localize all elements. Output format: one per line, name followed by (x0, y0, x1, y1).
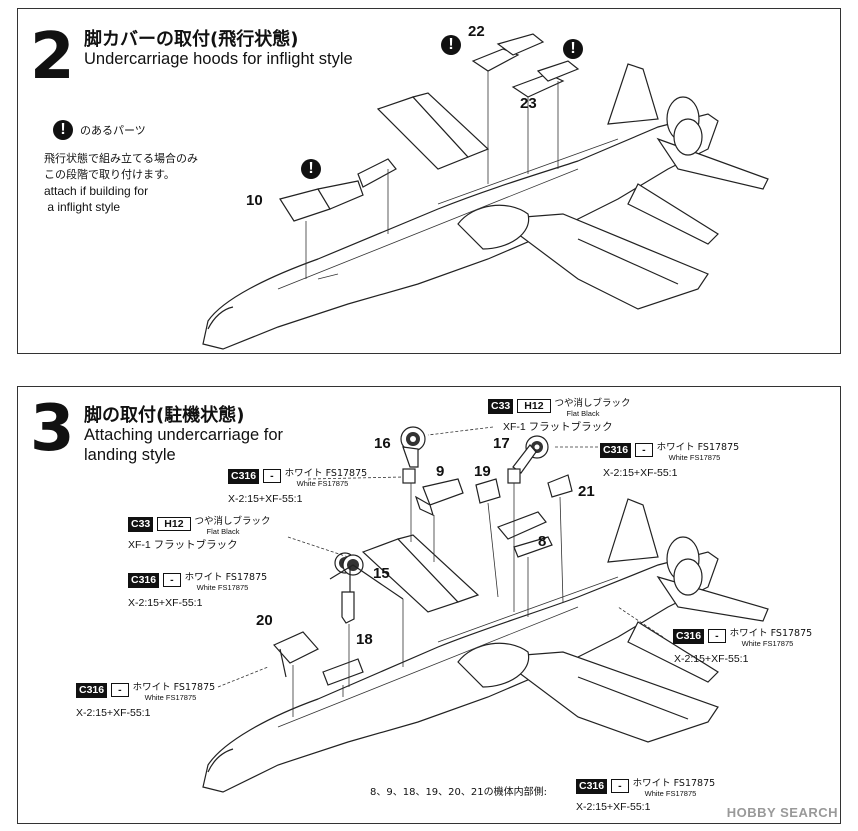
paint-mix: X-2:15+XF-55:1 (128, 597, 203, 609)
part-number: 22 (468, 23, 485, 40)
paint-mix: X-2:15+XF-55:1 (576, 801, 651, 813)
paint-code-h: H12 (157, 517, 191, 531)
inner-side-label: 8、9、18、19、20、21の機体内部側: (370, 787, 547, 798)
step-2-aircraft-drawing (202, 33, 769, 350)
paint-name-jp: つや消しブラック (194, 516, 271, 527)
step-2-number: 2 (30, 20, 75, 94)
paint-code: C33 (128, 517, 154, 532)
paint-mix: XF-1 フラットブラック (503, 421, 613, 433)
part-number: 18 (356, 631, 373, 648)
part-number: 15 (373, 565, 390, 582)
paint-mix: XF-1 フラットブラック (128, 539, 238, 551)
paint-code: C316 (76, 683, 108, 698)
paint-name-jp: ホワイト FS17875 (632, 778, 716, 789)
paint-mix: X-2:15+XF-55:1 (674, 653, 749, 665)
paint-code: C316 (128, 573, 160, 588)
part-number: 17 (493, 435, 510, 452)
paint-code: C33 (488, 399, 514, 414)
paint-name-jp: ホワイト FS17875 (132, 682, 216, 693)
step-3-title-en-line-2: landing style (84, 446, 176, 464)
note-jp-line-1: 飛行状態で組み立てる場合のみ (44, 152, 198, 165)
part-number: 10 (246, 192, 263, 209)
paint-name-en: Flat Black (206, 527, 240, 536)
paint-code-h: - (611, 779, 629, 793)
part-number: 8 (538, 533, 547, 550)
paint-name-jp: ホワイト FS17875 (656, 442, 740, 453)
paint-code-h: - (263, 469, 281, 483)
paint-mix: X-2:15+XF-55:1 (228, 493, 303, 505)
step-3-number: 3 (30, 392, 75, 466)
paint-code: C316 (600, 443, 632, 458)
note-jp-line-2: この段階で取り付けます。 (44, 168, 175, 181)
paint-name-jp: ホワイト FS17875 (284, 468, 368, 479)
paint-code: C316 (576, 779, 608, 794)
part-number: 20 (256, 612, 273, 629)
step-2-title-jp: 脚カバーの取付(飛行状態) (84, 29, 299, 50)
step-2-panel: 2 脚カバーの取付(飛行状態) Undercarriage hoods for … (17, 8, 841, 354)
step-3-aircraft-drawing (202, 426, 769, 793)
paint-name-en: White FS17875 (196, 583, 249, 592)
paint-code-h: - (708, 629, 726, 643)
step-3-panel: 3 脚の取付(駐機状態) Attaching undercarriage for… (17, 386, 841, 824)
paint-name-en: Flat Black (566, 409, 600, 418)
paint-code-h: H12 (517, 399, 551, 413)
note-en-line-2: a inflight style (44, 200, 121, 214)
paint-code-h: - (111, 683, 129, 697)
part-number: 9 (436, 463, 445, 480)
paint-code: C316 (228, 469, 260, 484)
warning-label: のあるパーツ (80, 124, 146, 137)
paint-mix: X-2:15+XF-55:1 (76, 707, 151, 719)
warning-icon: ! (563, 39, 583, 59)
warning-icon: ! (441, 35, 461, 55)
paint-name-jp: ホワイト FS17875 (184, 572, 268, 583)
paint-name-jp: ホワイト FS17875 (729, 628, 813, 639)
paint-code: C316 (673, 629, 705, 644)
paint-name-jp: つや消しブラック (554, 398, 631, 409)
step-2-title-en: Undercarriage hoods for inflight style (84, 50, 353, 68)
paint-code-h: - (635, 443, 653, 457)
note-en-line-1: attach if building for (44, 184, 149, 198)
paint-name-en: White FS17875 (668, 453, 721, 462)
part-number: 23 (520, 95, 537, 112)
paint-mix: X-2:15+XF-55:1 (603, 467, 678, 479)
warning-icon: ! (301, 159, 321, 179)
paint-name-en: White FS17875 (296, 479, 349, 488)
part-number: 21 (578, 483, 595, 500)
step-3-title-en-line-1: Attaching undercarriage for (84, 426, 284, 444)
warning-icon: ! (53, 120, 73, 140)
part-number: 16 (374, 435, 391, 452)
step-3-title-jp: 脚の取付(駐機状態) (84, 405, 245, 426)
paint-name-en: White FS17875 (144, 693, 197, 702)
paint-code-h: - (163, 573, 181, 587)
part-number: 19 (474, 463, 491, 480)
watermark: HOBBY SEARCH (726, 805, 838, 820)
paint-name-en: White FS17875 (644, 789, 697, 798)
paint-name-en: White FS17875 (741, 639, 794, 648)
